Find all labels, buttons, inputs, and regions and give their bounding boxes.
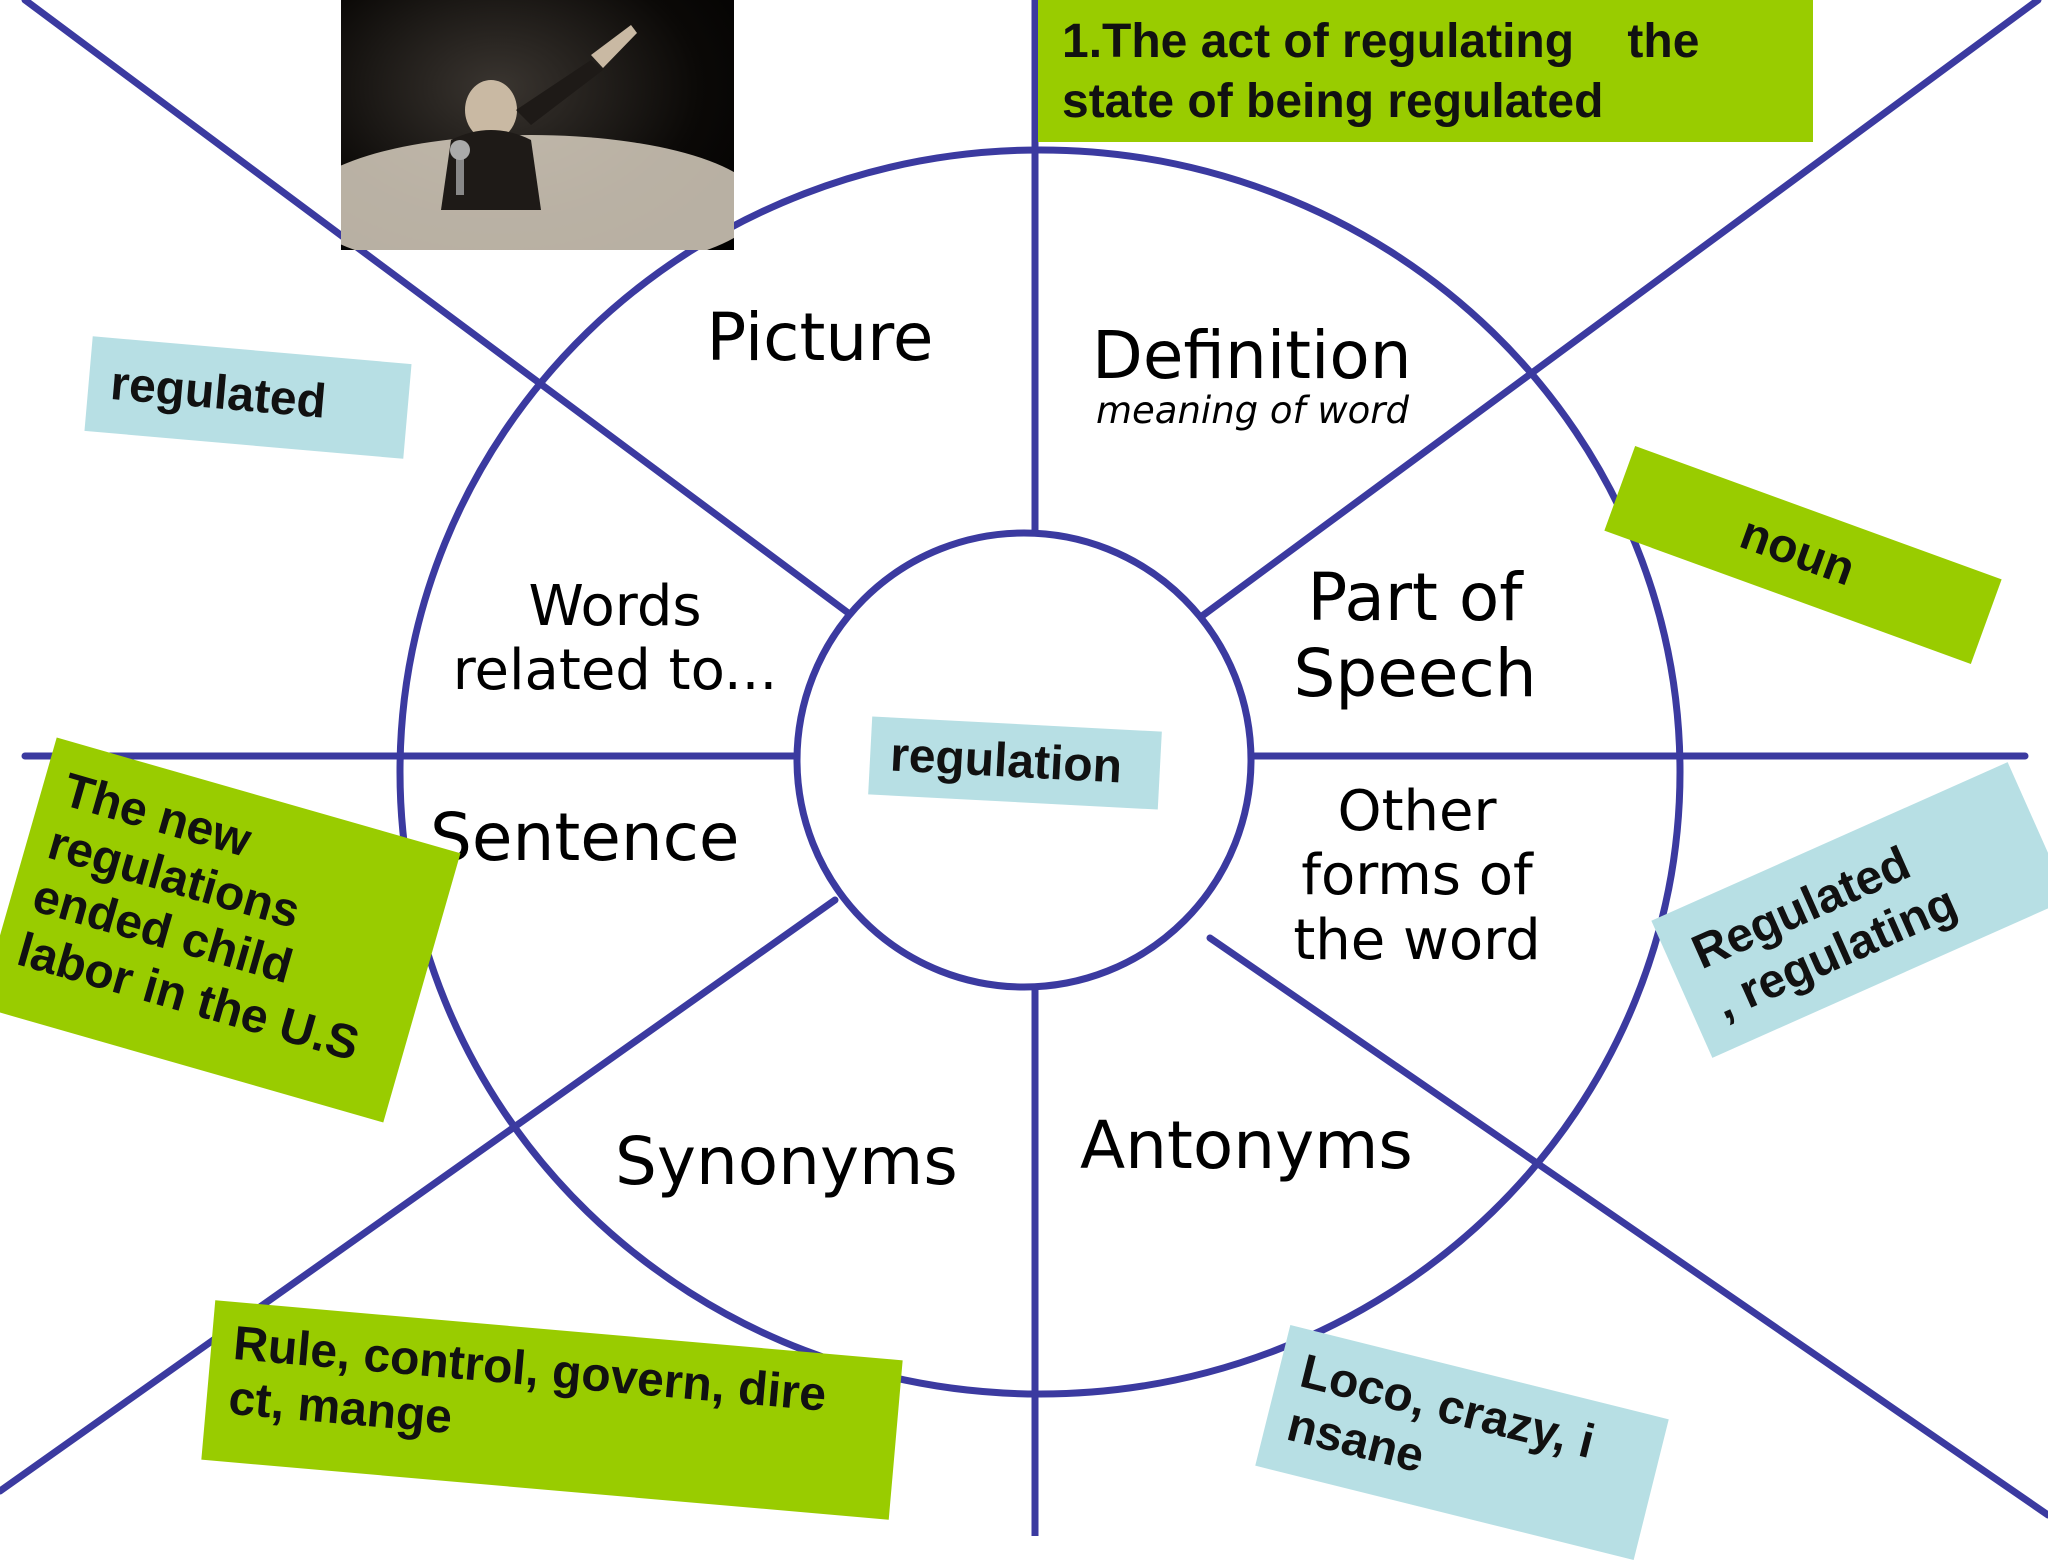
words-related-line-2: related to...: [452, 638, 778, 704]
part-of-speech-line-2: Speech: [1293, 634, 1537, 712]
section-sentence-label: Sentence: [430, 799, 740, 876]
section-other-forms-label: Other forms of the word: [1282, 779, 1552, 973]
section-definition-sublabel: meaning of word: [1096, 389, 1409, 432]
speaker-at-podium-icon: [341, 25, 734, 250]
definition-note-line-2: state of being regulated: [1062, 75, 1604, 128]
picture-photo: [341, 0, 734, 250]
spoke-top-right: [1194, 0, 2042, 623]
spoke-bottom-right: [1206, 934, 2048, 1519]
words-related-line-1: Words: [528, 574, 702, 639]
spoke-bottom-left: [0, 896, 839, 1495]
section-definition-label: Definition: [1092, 317, 1412, 394]
other-forms-line-1: Other: [1337, 779, 1497, 844]
section-words-related-label: Words related to...: [450, 574, 780, 704]
other-forms-line-3: the word: [1293, 907, 1541, 973]
section-antonyms-label: Antonyms: [1080, 1107, 1413, 1184]
definition-note: 1.The act of regulating the state of bei…: [1038, 0, 1813, 142]
other-forms-line-2: forms of: [1301, 843, 1533, 909]
section-part-of-speech-label: Part of Speech: [1290, 560, 1540, 712]
part-of-speech-line-1: Part of: [1307, 559, 1523, 636]
section-picture-label: Picture: [706, 299, 934, 376]
center-word-note: regulation: [868, 716, 1162, 810]
spoke-top-left: [21, 0, 859, 622]
section-synonyms-label: Synonyms: [615, 1123, 958, 1200]
definition-note-line-1: 1.The act of regulating the: [1062, 15, 1700, 68]
outer-circle: [396, 146, 1684, 1398]
